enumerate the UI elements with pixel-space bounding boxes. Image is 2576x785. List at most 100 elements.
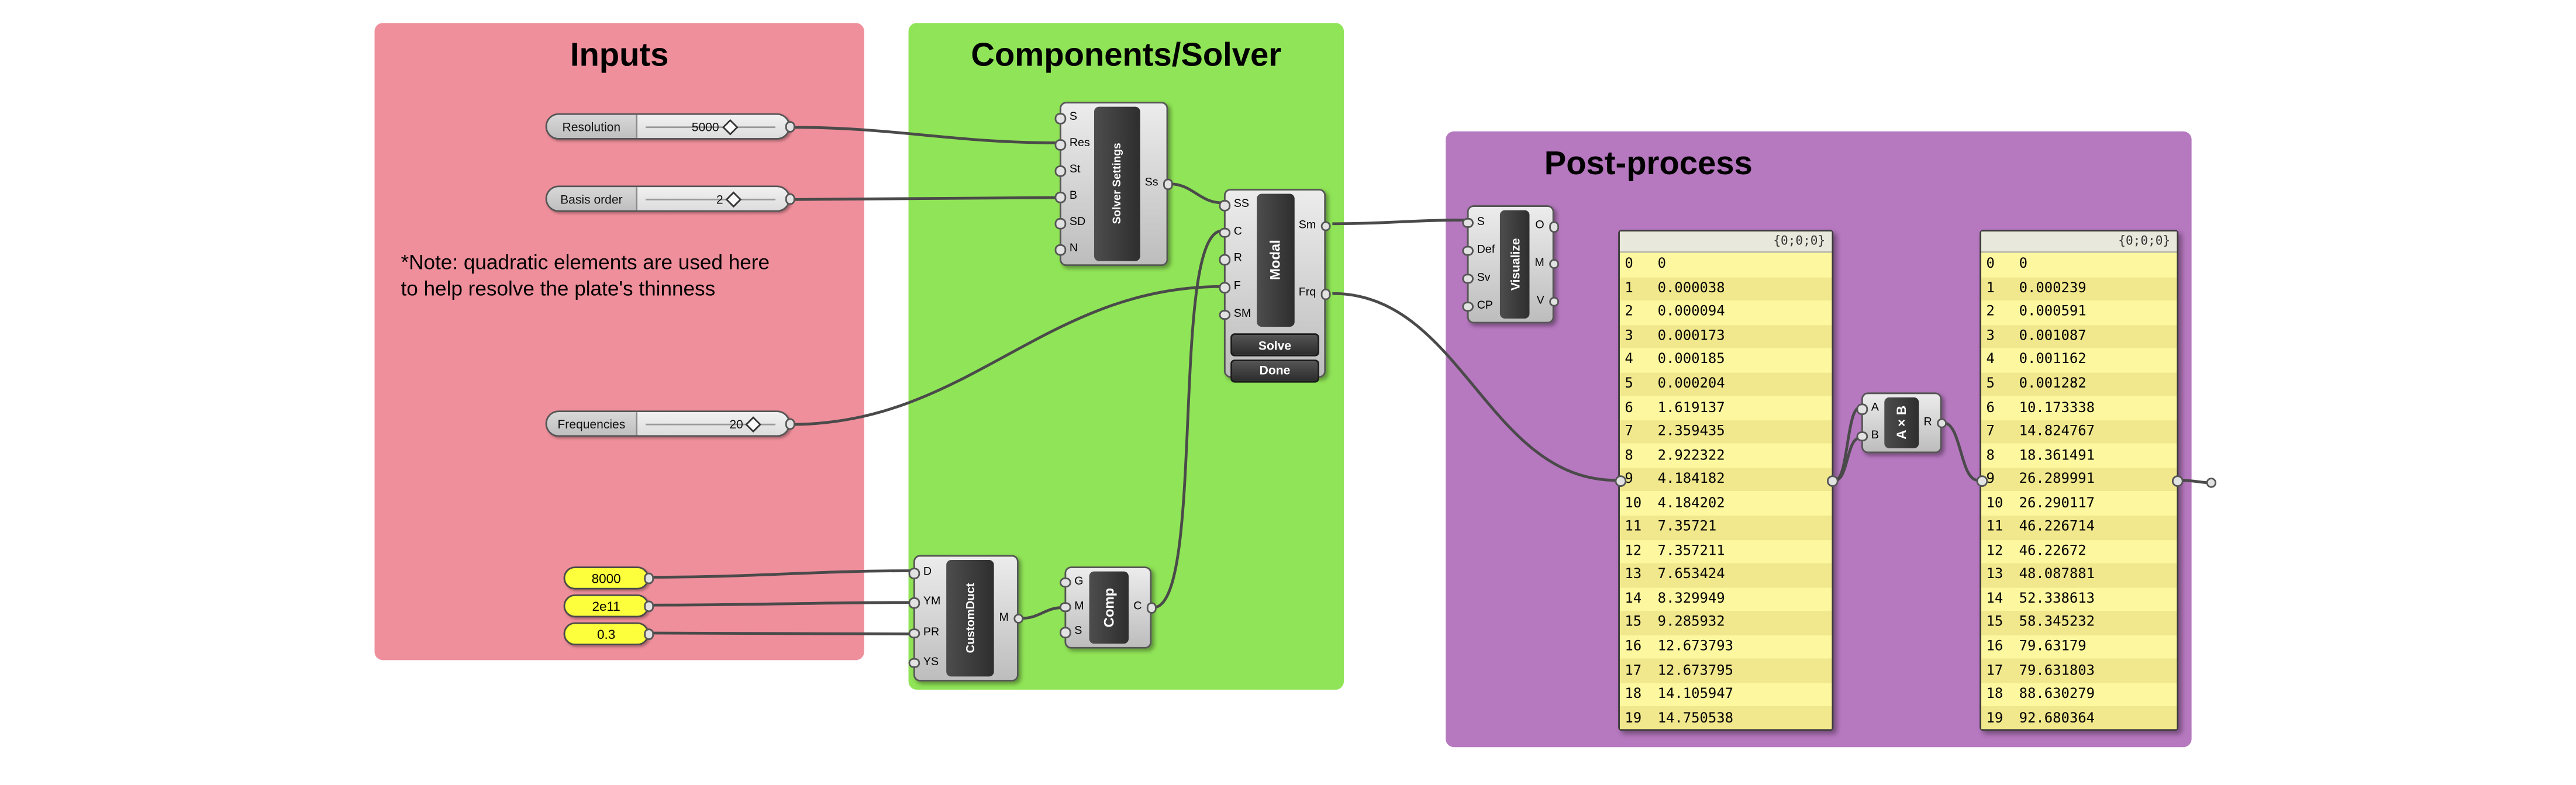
panel-row-index: 7 [1625,424,1633,441]
port-in-pr[interactable]: PR [923,627,939,639]
panel-row: 17 79.631803 [1981,659,2177,683]
panel-row-index: 14 [1986,591,2003,608]
panel-row-value: 79.631803 [2019,662,2095,679]
slider-basis-order-thumb[interactable]: 2 [716,187,742,210]
solve-button[interactable]: Solve [1230,333,1319,357]
panel-row-index: 16 [1625,638,1642,655]
slider-handle-icon[interactable] [725,191,742,207]
port-in-sv[interactable]: Sv [1477,272,1491,285]
note-line-2: to help resolve the plate's thinness [401,277,716,301]
panel-output-nub[interactable] [1826,474,1838,486]
port-in-r[interactable]: R [1234,254,1242,267]
port-out-r[interactable]: R [1924,416,1932,429]
slider-frequencies-thumb[interactable]: 20 [729,412,762,435]
port-in-st[interactable]: St [1070,164,1081,177]
panel-row-index: 12 [1986,543,2003,560]
component-label: CustomDuct [962,583,978,653]
port-in-s[interactable]: S [1070,112,1077,125]
port-out-ss[interactable]: Ss [1145,177,1158,190]
panel-row-value: 0.000094 [1657,304,1725,321]
panel-row-index: 7 [1986,424,1995,441]
slider-resolution-track[interactable]: 5000 [637,115,789,138]
port-in-m[interactable]: M [1074,601,1084,614]
panel-row-index: 14 [1625,591,1642,608]
slider-resolution-thumb[interactable]: 5000 [692,115,738,138]
port-in-b[interactable]: B [1871,430,1879,442]
port-in-ys[interactable]: YS [923,656,939,669]
panel-input-nub[interactable] [1614,474,1626,486]
port-out-m[interactable]: M [1534,258,1544,271]
slider-frequencies[interactable]: Frequencies 20 [545,410,791,437]
port-in-s[interactable]: S [1074,626,1082,639]
slider-frequencies-value: 20 [729,416,743,431]
panel-row-value: 0 [2019,256,2028,274]
slider-basis-order-track[interactable]: 2 [637,187,789,210]
port-in-sm[interactable]: SM [1234,308,1251,321]
panel-row-value: 12.673795 [1657,662,1733,679]
slider-basis-order[interactable]: Basis order 2 [545,185,791,212]
slider-resolution[interactable]: Resolution 5000 [545,113,791,140]
slider-frequencies-label: Frequencies [547,412,638,435]
slider-handle-icon[interactable] [746,415,762,432]
port-out-frq[interactable]: Frq [1299,288,1316,300]
panel-row-value: 52.338613 [2019,591,2095,608]
panel-row-index: 19 [1986,710,2003,727]
port-in-b[interactable]: B [1070,191,1077,203]
panel-row-value: 46.226714 [2019,519,2095,536]
panel-row-value: 0.000239 [2019,280,2087,297]
slider-handle-icon[interactable] [721,118,738,135]
value-panel-2e11[interactable]: 2e11 [563,594,649,618]
port-in-f[interactable]: F [1234,281,1241,294]
port-in-n[interactable]: N [1070,243,1078,256]
port-out-o[interactable]: O [1535,220,1544,233]
port-in-def[interactable]: Def [1477,244,1495,257]
panel-output-nub[interactable] [2171,474,2183,486]
component-multiply[interactable]: A B A×B R [1861,392,1942,454]
wire-end-nub [2206,478,2217,488]
panel-row-index: 0 [1986,256,1995,274]
component-customduct[interactable]: D YM PR YS CustomDuct M [913,555,1019,682]
panel-row-index: 17 [1986,662,2003,679]
port-out-m[interactable]: M [999,611,1008,624]
port-in-res[interactable]: Res [1070,138,1090,151]
port-out-sm[interactable]: Sm [1299,220,1316,233]
port-in-s[interactable]: S [1477,216,1485,229]
port-in-ym[interactable]: YM [923,597,940,610]
panel-input-nub[interactable] [1975,474,1987,486]
port-in-c[interactable]: C [1234,226,1242,239]
component-modal[interactable]: SS C R F SM Modal Sm Frq Solve Done [1223,189,1326,382]
port-in-a[interactable]: A [1871,403,1879,416]
panel-row-value: 18.361491 [2019,447,2095,465]
value-panel-8000[interactable]: 8000 [563,566,649,590]
port-in-sd[interactable]: SD [1070,217,1085,230]
port-in-cp[interactable]: CP [1477,300,1493,313]
port-in-g[interactable]: G [1074,576,1083,589]
component-solver-settings[interactable]: S Res St B SD N Solver Settings Ss [1060,102,1168,267]
component-visualize[interactable]: S Def Sv CP Visualize O M V [1467,205,1554,324]
value-panel-0-3[interactable]: 0.3 [563,622,649,646]
panel-row-index: 6 [1625,400,1633,417]
port-out-c[interactable]: C [1133,601,1142,614]
port-in-ss[interactable]: SS [1234,199,1249,212]
port-out-v[interactable]: V [1537,295,1544,308]
panel-row-value: 4.184202 [1657,495,1725,512]
slider-frequencies-track[interactable]: 20 [637,412,789,435]
component-comp[interactable]: G M S Comp C [1064,566,1152,649]
done-button[interactable]: Done [1230,358,1319,382]
port-in-d[interactable]: D [923,567,932,580]
